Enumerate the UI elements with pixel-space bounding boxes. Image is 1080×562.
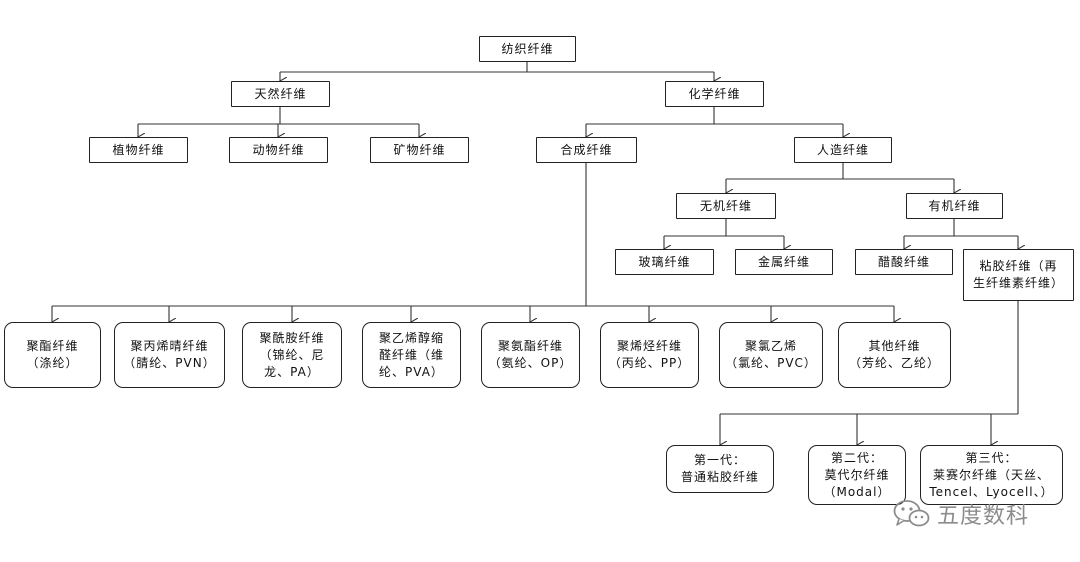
wechat-icon <box>893 500 930 527</box>
node-viscose-gen2: 第二代： 莫代尔纤维 （Modal） <box>808 445 906 505</box>
node-acetate-fiber: 醋酸纤维 <box>855 249 953 275</box>
node-plant-fiber: 植物纤维 <box>89 137 188 163</box>
node-chemical-fiber: 化学纤维 <box>665 81 764 107</box>
node-polyolefin: 聚烯烃纤维 （丙纶、PP） <box>600 322 699 388</box>
node-acrylic: 聚丙烯晴纤维 （腈纶、PVN） <box>114 322 225 388</box>
node-viscose-fiber: 粘胶纤维（再 生纤维素纤维） <box>963 249 1074 301</box>
watermark: 五度数科 <box>893 498 1029 530</box>
node-natural-fiber: 天然纤维 <box>231 81 330 107</box>
node-polyurethane: 聚氨酯纤维 （氨纶、OP） <box>481 322 580 388</box>
node-mineral-fiber: 矿物纤维 <box>370 137 469 163</box>
node-inorganic-fiber: 无机纤维 <box>676 193 776 219</box>
node-pva: 聚乙烯醇缩 醛纤维（维 纶、PVA） <box>362 322 461 388</box>
node-viscose-gen1: 第一代： 普通粘胶纤维 <box>666 445 774 493</box>
node-pvc: 聚氯乙烯 （氯纶、PVC） <box>719 322 823 388</box>
node-animal-fiber: 动物纤维 <box>229 137 328 163</box>
node-synthetic-fiber: 合成纤维 <box>536 137 637 163</box>
node-other-fiber: 其他纤维 （芳纶、乙纶） <box>838 322 951 388</box>
watermark-text: 五度数科 <box>937 504 1030 529</box>
node-organic-fiber: 有机纤维 <box>906 193 1003 219</box>
node-manmade-fiber: 人造纤维 <box>794 137 892 163</box>
node-metal-fiber: 金属纤维 <box>735 249 833 275</box>
node-polyester: 聚酯纤维 （涤纶） <box>4 322 101 388</box>
node-polyamide: 聚酰胺纤维 （锦纶、尼 龙、PA） <box>242 322 342 388</box>
node-textile-fiber: 纺织纤维 <box>479 36 576 62</box>
node-glass-fiber: 玻璃纤维 <box>615 249 714 275</box>
node-viscose-gen3: 第三代： 莱赛尔纤维（天丝、 Tencel、Lyocell、） <box>920 445 1063 505</box>
